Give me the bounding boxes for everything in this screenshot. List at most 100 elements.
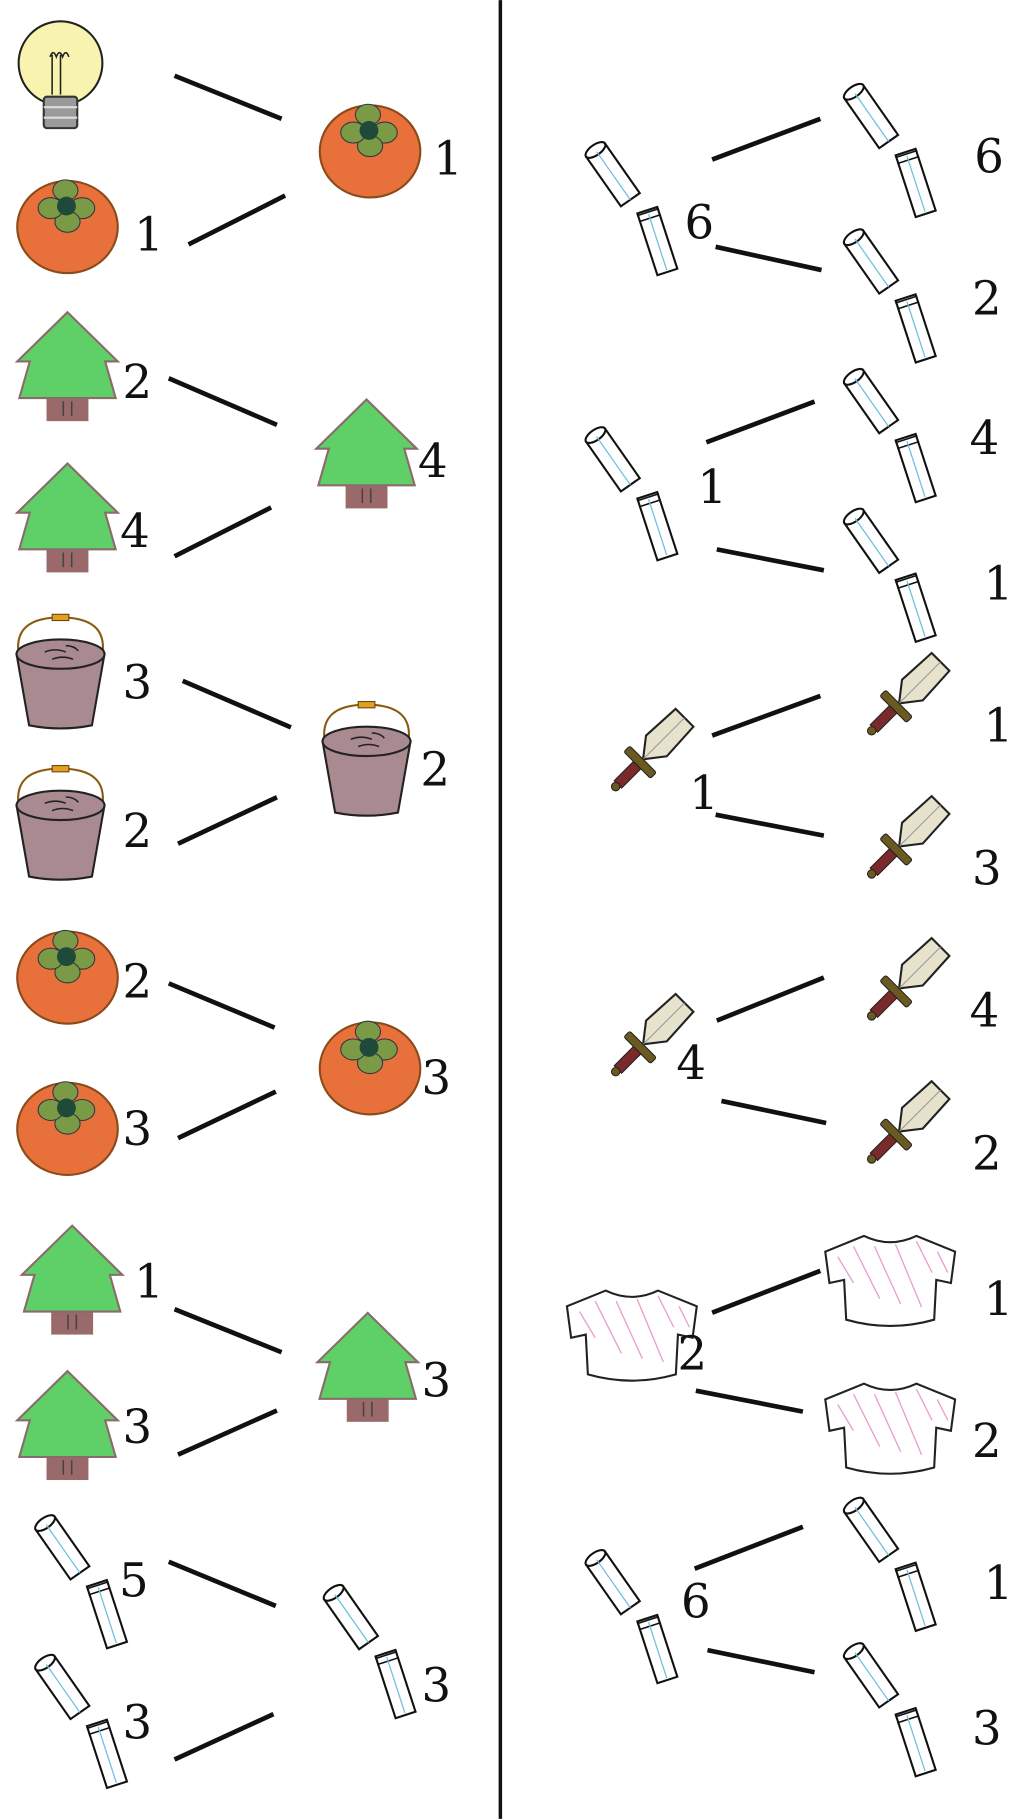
connector-line[interactable] (177, 795, 278, 846)
flute-icon (840, 1639, 938, 1778)
bucket-icon (321, 700, 412, 817)
persimmon-icon (16, 929, 119, 1025)
source-persimmon: 1 (16, 178, 164, 275)
connector-line[interactable] (711, 693, 822, 738)
count-label: 2 (972, 271, 1002, 325)
count-label: 4 (970, 411, 1000, 465)
source-sword: 4 (598, 988, 706, 1090)
count-label: 3 (422, 1051, 452, 1105)
count-label: 2 (678, 1327, 708, 1381)
flute-icon (840, 79, 938, 219)
connector-line[interactable] (187, 193, 287, 247)
source-persimmon: 3 (16, 1080, 153, 1176)
connector-line[interactable] (173, 1307, 283, 1355)
tree-icon (16, 462, 119, 574)
connector-line[interactable] (693, 1524, 804, 1571)
source-tree: 4 (16, 462, 150, 574)
connector-line[interactable] (173, 73, 283, 121)
match-group: 1 4 1 (581, 364, 1014, 644)
connector-line[interactable] (167, 376, 278, 427)
count-label: 2 (123, 355, 153, 409)
match-group: 244 (16, 311, 448, 574)
count-label: 2 (972, 1414, 1002, 1468)
count-label: 6 (685, 196, 715, 250)
match-group: 133 (16, 1224, 452, 1482)
connector-line[interactable] (167, 1559, 277, 1609)
lightbulb-icon (17, 20, 104, 130)
shirt-icon (824, 1234, 957, 1328)
persimmon-icon (16, 178, 119, 275)
source-bucket: 2 (15, 764, 152, 881)
count-label: 4 (120, 504, 150, 558)
tree-icon (16, 311, 119, 423)
match-group: 113 (598, 647, 1013, 895)
connector-line[interactable] (720, 1098, 827, 1126)
flute-icon (840, 504, 938, 644)
connector-line[interactable] (173, 1712, 275, 1762)
target-sword: 2 (854, 1075, 1002, 1181)
count-label: 5 (119, 1554, 149, 1608)
target-flute: 1 (840, 1493, 1013, 1633)
source-flute: 6 (581, 1546, 711, 1685)
flute-icon (31, 1511, 129, 1650)
connector-line[interactable] (705, 399, 816, 445)
flute-icon (581, 423, 680, 562)
tree-icon (316, 1311, 420, 1423)
connector-line[interactable] (167, 981, 276, 1030)
connector-line[interactable] (695, 1388, 804, 1414)
connector-line[interactable] (715, 812, 825, 838)
connector-line[interactable] (716, 547, 825, 573)
count-label: 1 (984, 556, 1014, 610)
count-label: 3 (123, 1102, 153, 1156)
tree-icon (16, 1370, 119, 1482)
connector-line[interactable] (181, 678, 292, 730)
source-tree: 2 (16, 311, 153, 423)
flute-icon (840, 225, 938, 364)
target-persimmon: 3 (318, 1020, 452, 1116)
count-label: 3 (123, 1696, 153, 1750)
target-flute: 2 (840, 225, 1002, 364)
source-flute: 6 (581, 138, 715, 277)
count-label: 3 (972, 1701, 1002, 1755)
match-group: 11 (16, 20, 463, 275)
connector-line[interactable] (177, 1089, 277, 1141)
target-persimmon: 1 (318, 103, 463, 199)
count-label: 2 (420, 743, 450, 797)
connector-line[interactable] (177, 1408, 278, 1457)
connector-line[interactable] (711, 1268, 822, 1315)
match-group: 662 (581, 79, 1004, 364)
connector-line[interactable] (715, 975, 825, 1023)
flute-icon (840, 364, 938, 504)
target-flute: 3 (840, 1639, 1002, 1778)
target-tree: 3 (316, 1311, 452, 1423)
count-label: 1 (433, 132, 463, 186)
source-flute: 1 (581, 423, 727, 562)
count-label: 1 (134, 207, 164, 261)
target-flute: 4 (840, 364, 1000, 504)
count-label: 1 (689, 766, 719, 820)
flute-icon (31, 1650, 129, 1790)
count-label: 4 (970, 983, 1000, 1037)
match-group: 2 3 3 (16, 929, 452, 1176)
count-label: 3 (123, 1400, 153, 1454)
connector-line[interactable] (711, 116, 822, 162)
target-flute: 3 (320, 1580, 451, 1720)
source-bucket: 3 (15, 613, 153, 730)
count-label: 3 (422, 1353, 452, 1407)
sword-icon (854, 790, 955, 892)
sword-icon (854, 1075, 955, 1177)
flute-icon (320, 1580, 418, 1720)
connector-line[interactable] (707, 1647, 816, 1675)
count-label: 3 (123, 655, 153, 709)
target-shirt: 1 (824, 1234, 1013, 1328)
connector-line[interactable] (715, 244, 823, 273)
source-persimmon: 2 (16, 929, 153, 1025)
count-label: 6 (681, 1575, 711, 1629)
bucket-icon (15, 613, 106, 730)
source-shirt: 2 (565, 1289, 708, 1382)
count-label: 1 (697, 460, 727, 514)
target-flute: 1 (840, 504, 1014, 644)
connector-line[interactable] (173, 505, 273, 559)
count-label: 3 (972, 841, 1002, 895)
count-label: 2 (123, 954, 153, 1008)
